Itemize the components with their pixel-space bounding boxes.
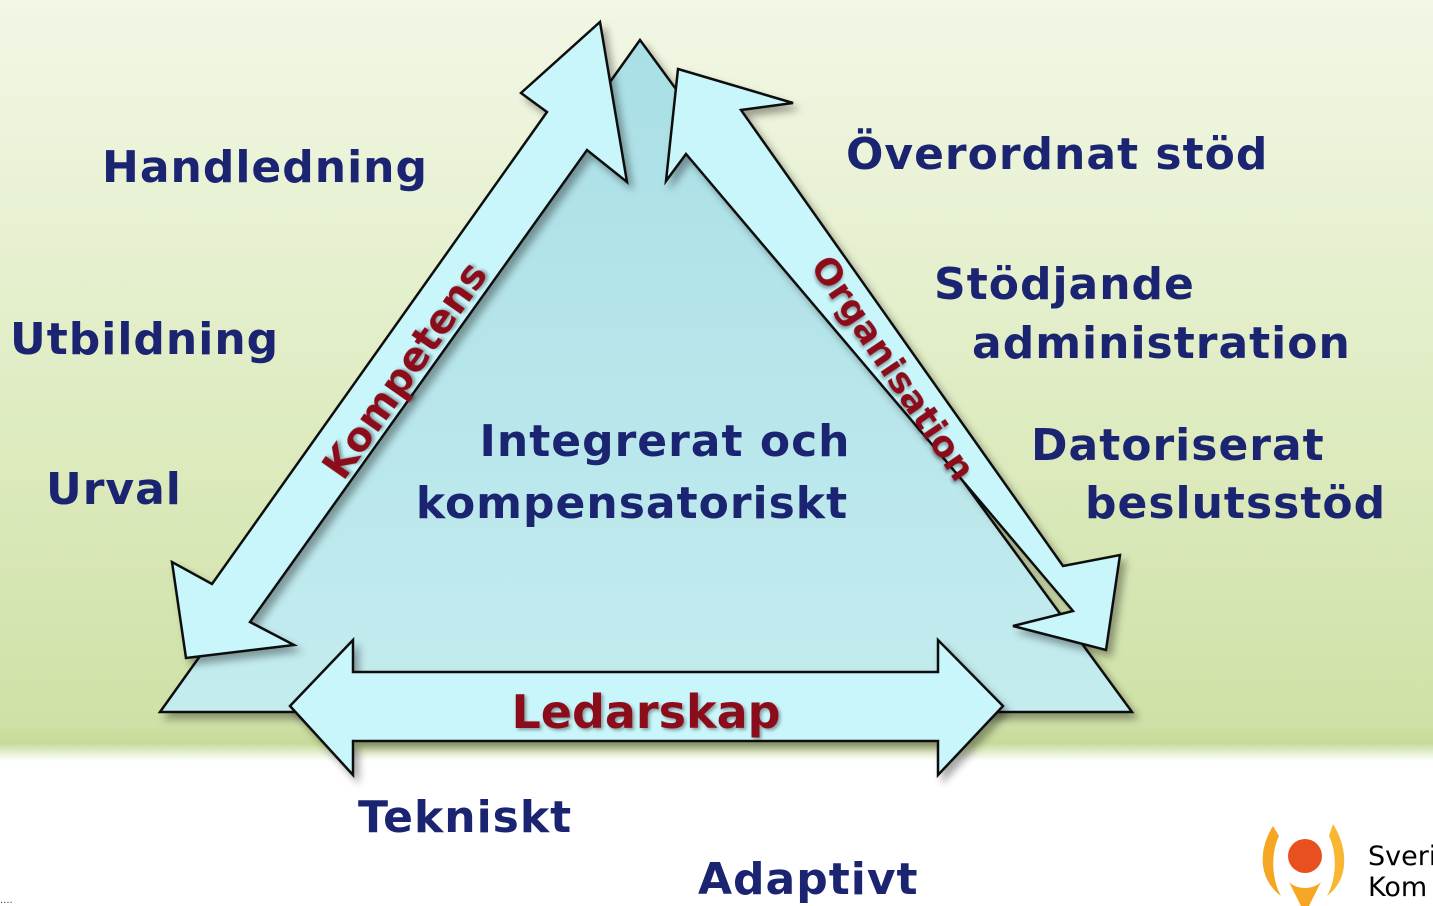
center-text-line2: kompensatoriskt <box>416 478 848 529</box>
ledarskap-label: Ledarskap <box>511 685 780 739</box>
label-overordnat-stod: Överordnat stöd <box>846 129 1269 180</box>
label-handledning: Handledning <box>102 142 428 193</box>
label-urval: Urval <box>46 464 182 515</box>
organization-logo <box>1262 824 1345 906</box>
label-utbildning: Utbildning <box>10 314 280 365</box>
logo-text-line2: Kom <box>1368 872 1428 903</box>
footer-mark: .... <box>0 895 13 906</box>
left-double-arrow <box>170 19 629 660</box>
label-stodjande: Stödjande <box>934 259 1195 310</box>
label-adaptivt: Adaptivt <box>698 854 919 905</box>
center-text-line1: Integrerat och <box>480 416 851 467</box>
label-tekniskt: Tekniskt <box>358 792 573 843</box>
label-datoriserat: Datoriserat <box>1031 420 1325 471</box>
logo-text-line1: Sveri <box>1368 841 1433 872</box>
bottom-double-arrow <box>288 636 1005 779</box>
label-administration: administration <box>972 318 1351 369</box>
label-beslutsstod: beslutsstöd <box>1085 478 1387 529</box>
right-double-arrow <box>664 67 1122 652</box>
